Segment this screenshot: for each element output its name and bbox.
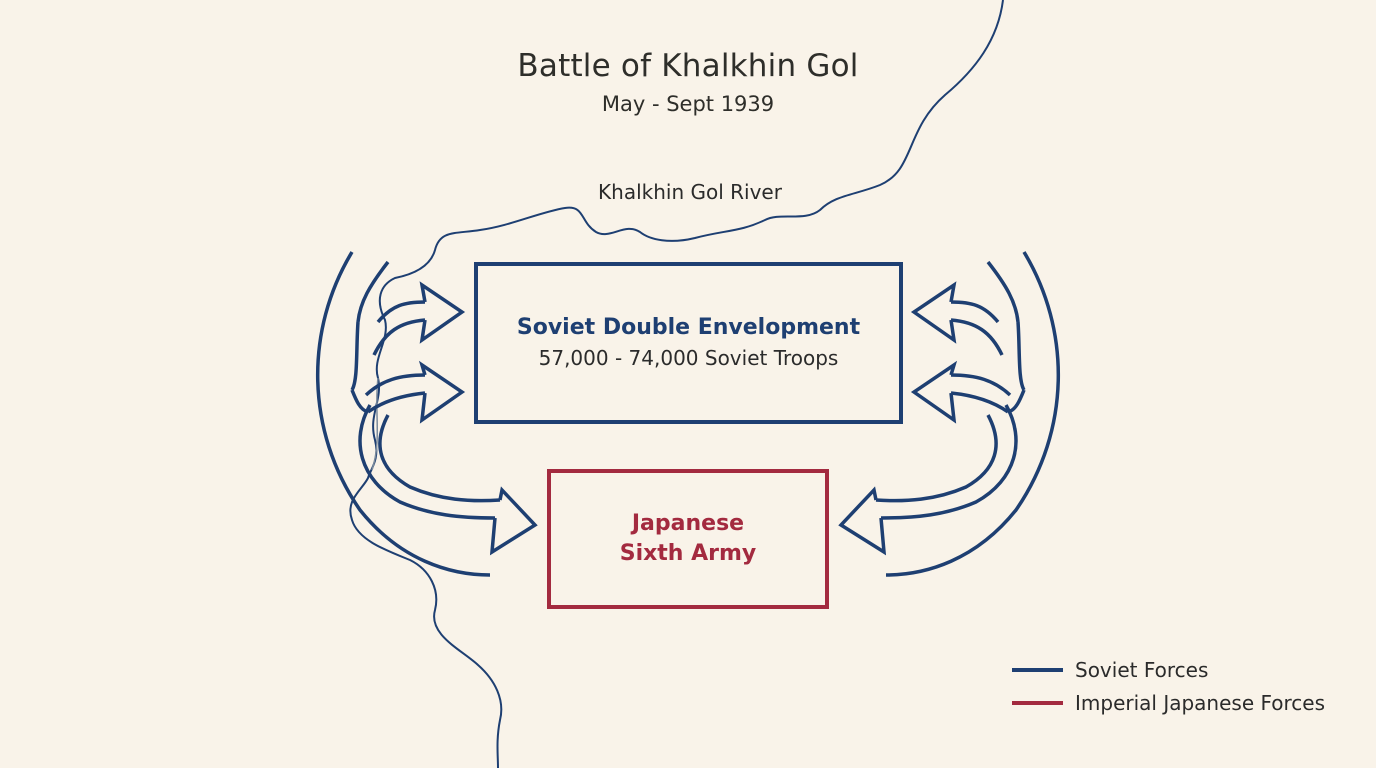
soviet-forces-box: Soviet Double Envelopment 57,000 - 74,00… [474,262,903,424]
soviet-box-troops: 57,000 - 74,000 Soviet Troops [538,346,839,370]
map-subtitle: May - Sept 1939 [601,92,775,116]
legend-swatch-soviet [1012,668,1063,672]
soviet-outer-arc-left [315,251,491,577]
legend-label-soviet: Soviet Forces [1075,658,1209,682]
soviet-outer-arc-right [885,251,1061,577]
map-title: Battle of Khalkhin Gol [517,48,859,84]
soviet-arrow-right-bottom [838,404,1018,556]
japanese-box-line2: Sixth Army [619,541,757,566]
river-line [349,0,1004,768]
legend-label-japanese: Imperial Japanese Forces [1075,691,1326,715]
soviet-arrow-left-upper [350,260,466,391]
soviet-arrow-right-lower [910,360,1026,424]
soviet-arrow-right-upper [910,260,1026,391]
soviet-arrow-left-lower [350,360,466,424]
japanese-box-line1: Japanese [631,511,745,536]
soviet-arrow-left-bottom [358,404,538,556]
legend-item-soviet: Soviet Forces [1012,658,1208,682]
legend-swatch-japanese [1012,701,1063,705]
soviet-box-title: Soviet Double Envelopment [516,315,861,340]
japanese-forces-box: Japanese Sixth Army [547,469,829,609]
legend-item-japanese: Imperial Japanese Forces [1012,691,1325,715]
river-label: Khalkhin Gol River [598,180,782,204]
